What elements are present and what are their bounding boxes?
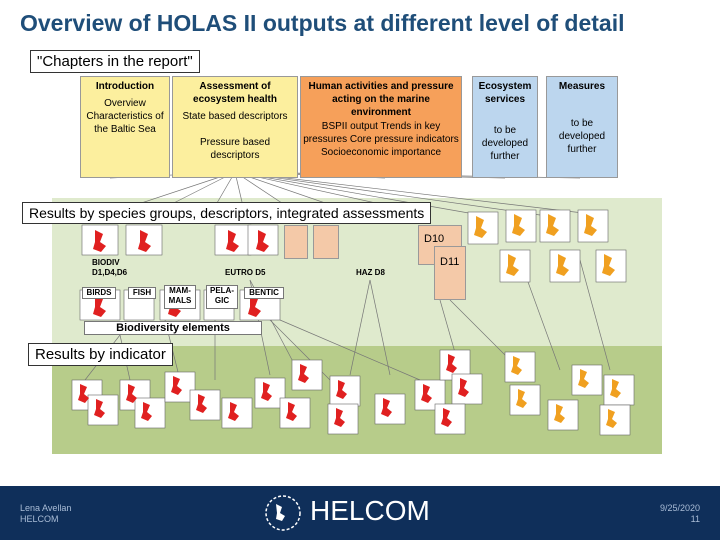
chapter-ecosystem-health: Assessment of ecosystem health State bas… xyxy=(172,76,298,178)
footer-page-number: 11 xyxy=(690,514,700,524)
eutro-label: EUTRO D5 xyxy=(225,268,266,277)
d11-label: D11 xyxy=(440,256,460,268)
footer-org: HELCOM xyxy=(20,514,59,524)
chapter-introduction: Introduction Overview Characteristics of… xyxy=(80,76,170,178)
species-tag-bentic: BENTIC xyxy=(244,287,284,299)
callout-results-indicator: Results by indicator xyxy=(28,343,173,366)
footer-date: 9/25/2020 xyxy=(659,503,700,513)
chapter-body: Overview Characteristics of the Baltic S… xyxy=(86,98,164,135)
helcom-logo-text: HELCOM xyxy=(310,495,430,526)
chapter-head: Human activities and pressure acting on … xyxy=(308,81,454,118)
species-tag-pelagic: PELA-GIC xyxy=(206,285,238,309)
chapter-measures: Measures to be developed further xyxy=(546,76,618,178)
biodiversity-elements-label: Biodiversity elements xyxy=(84,321,262,335)
chapter-ecosystem-services: Ecosystem services to be developed furth… xyxy=(472,76,538,178)
chapter-head: Introduction xyxy=(95,81,155,92)
chapter-body: State based descriptors Pressure based d… xyxy=(182,111,288,161)
descriptor-box xyxy=(284,225,308,259)
species-tag-fish: FISH xyxy=(128,287,156,299)
chapter-body: BSPII output Trends in key pressures Cor… xyxy=(303,121,459,158)
biodiv-label: BIODIV D1,D4,D6 xyxy=(92,258,128,277)
chapter-head: Assessment of ecosystem health xyxy=(193,81,277,105)
chapter-body: to be developed further xyxy=(558,118,606,155)
descriptor-box-d11 xyxy=(434,246,466,300)
callout-results-groups: Results by species groups, descriptors, … xyxy=(22,202,432,224)
footer-bar xyxy=(0,486,720,540)
map-thumbnails-bottom xyxy=(71,349,635,436)
chapter-human-activities: Human activities and pressure acting on … xyxy=(300,76,462,178)
slide-title: Overview of HOLAS II outputs at differen… xyxy=(20,10,625,36)
species-tag-mammals: MAM-MALS xyxy=(164,285,196,309)
callout-chapters: "Chapters in the report" xyxy=(30,50,200,73)
chapter-body: to be developed further xyxy=(481,125,529,162)
footer-meta: 9/25/2020 11 xyxy=(660,503,700,525)
haz-label: HAZ D8 xyxy=(356,268,385,277)
footer-author-block: Lena Avellan HELCOM xyxy=(20,503,71,525)
chapter-head: Ecosystem services xyxy=(478,81,532,105)
chapter-head: Measures xyxy=(558,81,606,92)
descriptor-box xyxy=(313,225,339,259)
footer-author: Lena Avellan xyxy=(20,503,72,513)
species-tag-birds: BIRDS xyxy=(82,287,116,299)
d10-label: D10 xyxy=(424,233,445,245)
